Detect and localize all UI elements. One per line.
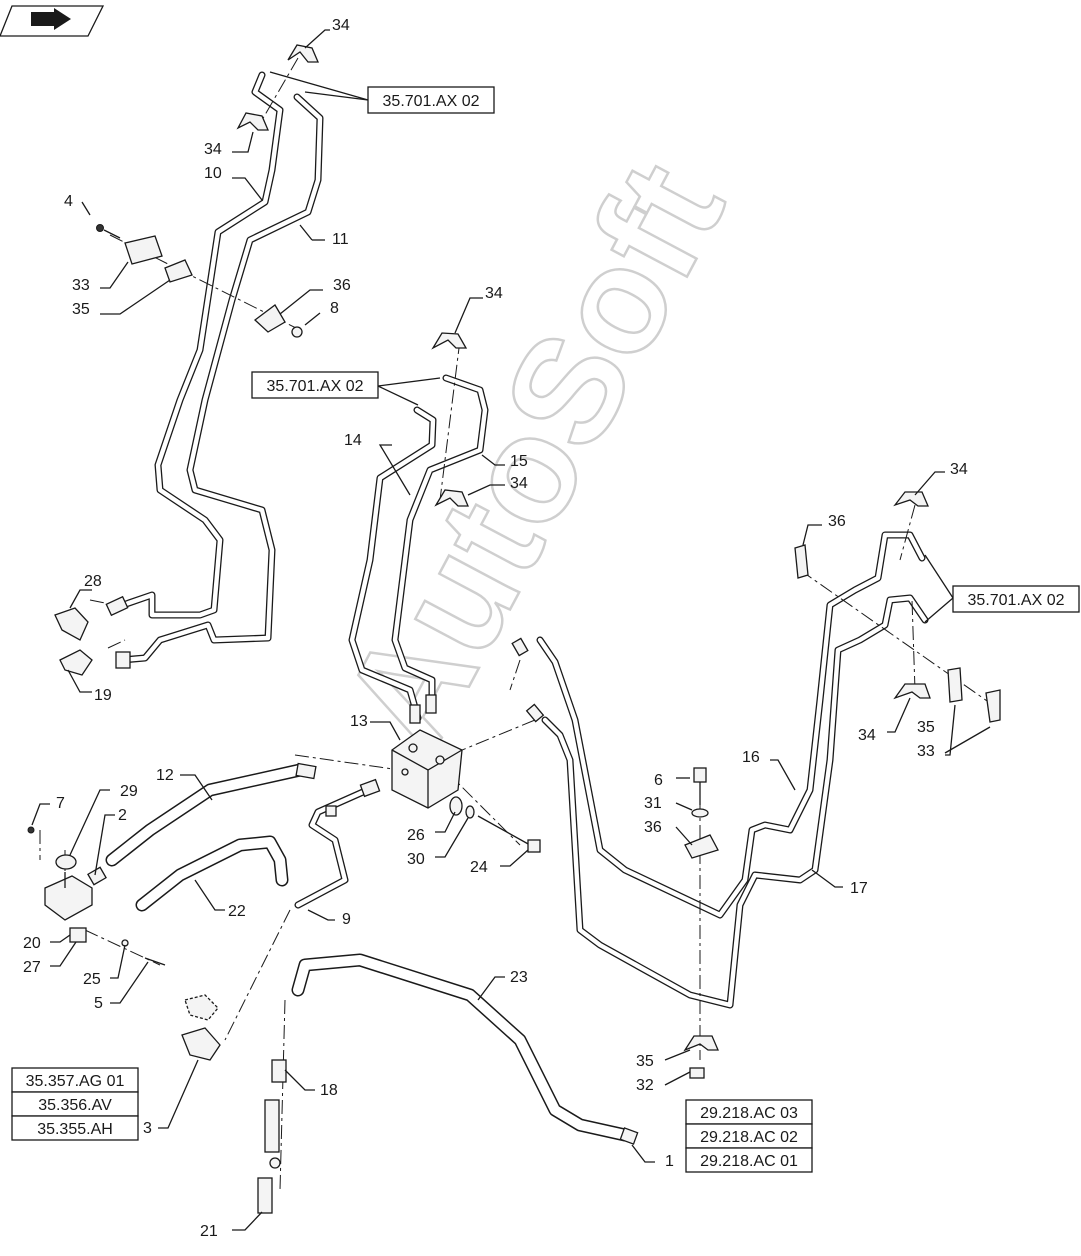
callout-25: 25 [83,971,101,988]
parts [27,44,1001,1214]
callout-33: 33 [917,743,935,760]
callout-34: 34 [858,727,876,744]
tube-14 [348,406,437,722]
tube-17 [541,594,929,1009]
callout-29: 29 [120,783,138,800]
callout-30: 30 [407,851,425,868]
hose-12 [105,763,307,867]
tube-10 [119,71,284,619]
ref-box-middle[interactable]: 35.701.AX 02 [251,371,379,399]
callout-28: 28 [84,573,102,590]
callout-13: 13 [350,713,368,730]
callout-35: 35 [72,301,90,318]
callout-4: 4 [64,193,73,210]
hose-22 [135,835,289,912]
tube-9 [294,784,376,909]
hose-23 [291,953,632,1142]
ref-stack-left[interactable]: 35.357.AG 01 35.356.AV 35.355.AH [11,1067,139,1141]
callout-24: 24 [470,859,488,876]
callout-16: 16 [742,749,760,766]
tube-15 [391,374,489,709]
svg-text:35.701.AX 02: 35.701.AX 02 [968,592,1065,609]
callout-26: 26 [407,827,425,844]
callout-34: 34 [332,17,350,34]
svg-text:35.701.AX 02: 35.701.AX 02 [383,93,480,110]
callout-22: 22 [228,903,246,920]
svg-text:35.355.AH: 35.355.AH [37,1121,113,1138]
callout-35: 35 [636,1053,654,1070]
callout-8: 8 [330,300,339,317]
callout-19: 19 [94,687,112,704]
callout-9: 9 [342,911,351,928]
callout-1: 1 [665,1153,674,1170]
callout-23: 23 [510,969,528,986]
callout-36: 36 [828,513,846,530]
callout-21: 21 [200,1223,218,1240]
callout-14: 14 [344,432,362,449]
callout-18: 18 [320,1082,338,1099]
callouts: 34 34 10 11 4 33 35 36 8 34 14 15 34 34 … [23,17,968,1240]
leader-lines [31,29,991,1231]
ref-box-top[interactable]: 35.701.AX 02 [367,86,495,114]
callout-5: 5 [94,995,103,1012]
callout-36: 36 [644,819,662,836]
callout-33: 33 [72,277,90,294]
callout-12: 12 [156,767,174,784]
callout-34: 34 [485,285,503,302]
callout-7: 7 [56,795,65,812]
tube-11 [118,93,324,664]
callout-36: 36 [333,277,351,294]
callout-6: 6 [654,772,663,789]
callout-20: 20 [23,935,41,952]
ref-stack-right[interactable]: 29.218.AC 03 29.218.AC 02 29.218.AC 01 [685,1099,813,1173]
callout-27: 27 [23,959,41,976]
callout-34: 34 [950,461,968,478]
svg-text:29.218.AC 02: 29.218.AC 02 [700,1129,798,1146]
callout-17: 17 [850,880,868,897]
callout-10: 10 [204,165,222,182]
callout-2: 2 [118,807,127,824]
right-arrow-icon[interactable] [0,5,105,37]
ref-box-right[interactable]: 35.701.AX 02 [952,585,1080,613]
callout-3: 3 [143,1120,152,1137]
callout-35: 35 [917,719,935,736]
callout-32: 32 [636,1077,654,1094]
callout-11: 11 [332,231,349,248]
svg-text:35.701.AX 02: 35.701.AX 02 [267,378,364,395]
svg-text:35.357.AG 01: 35.357.AG 01 [26,1073,125,1090]
callout-34: 34 [510,475,528,492]
svg-text:29.218.AC 01: 29.218.AC 01 [700,1153,798,1170]
tube-16 [536,531,926,919]
callout-15: 15 [510,453,528,470]
callout-31: 31 [644,795,662,812]
svg-text:35.356.AV: 35.356.AV [38,1097,112,1114]
svg-text:29.218.AC 03: 29.218.AC 03 [700,1105,798,1122]
callout-34: 34 [204,141,222,158]
